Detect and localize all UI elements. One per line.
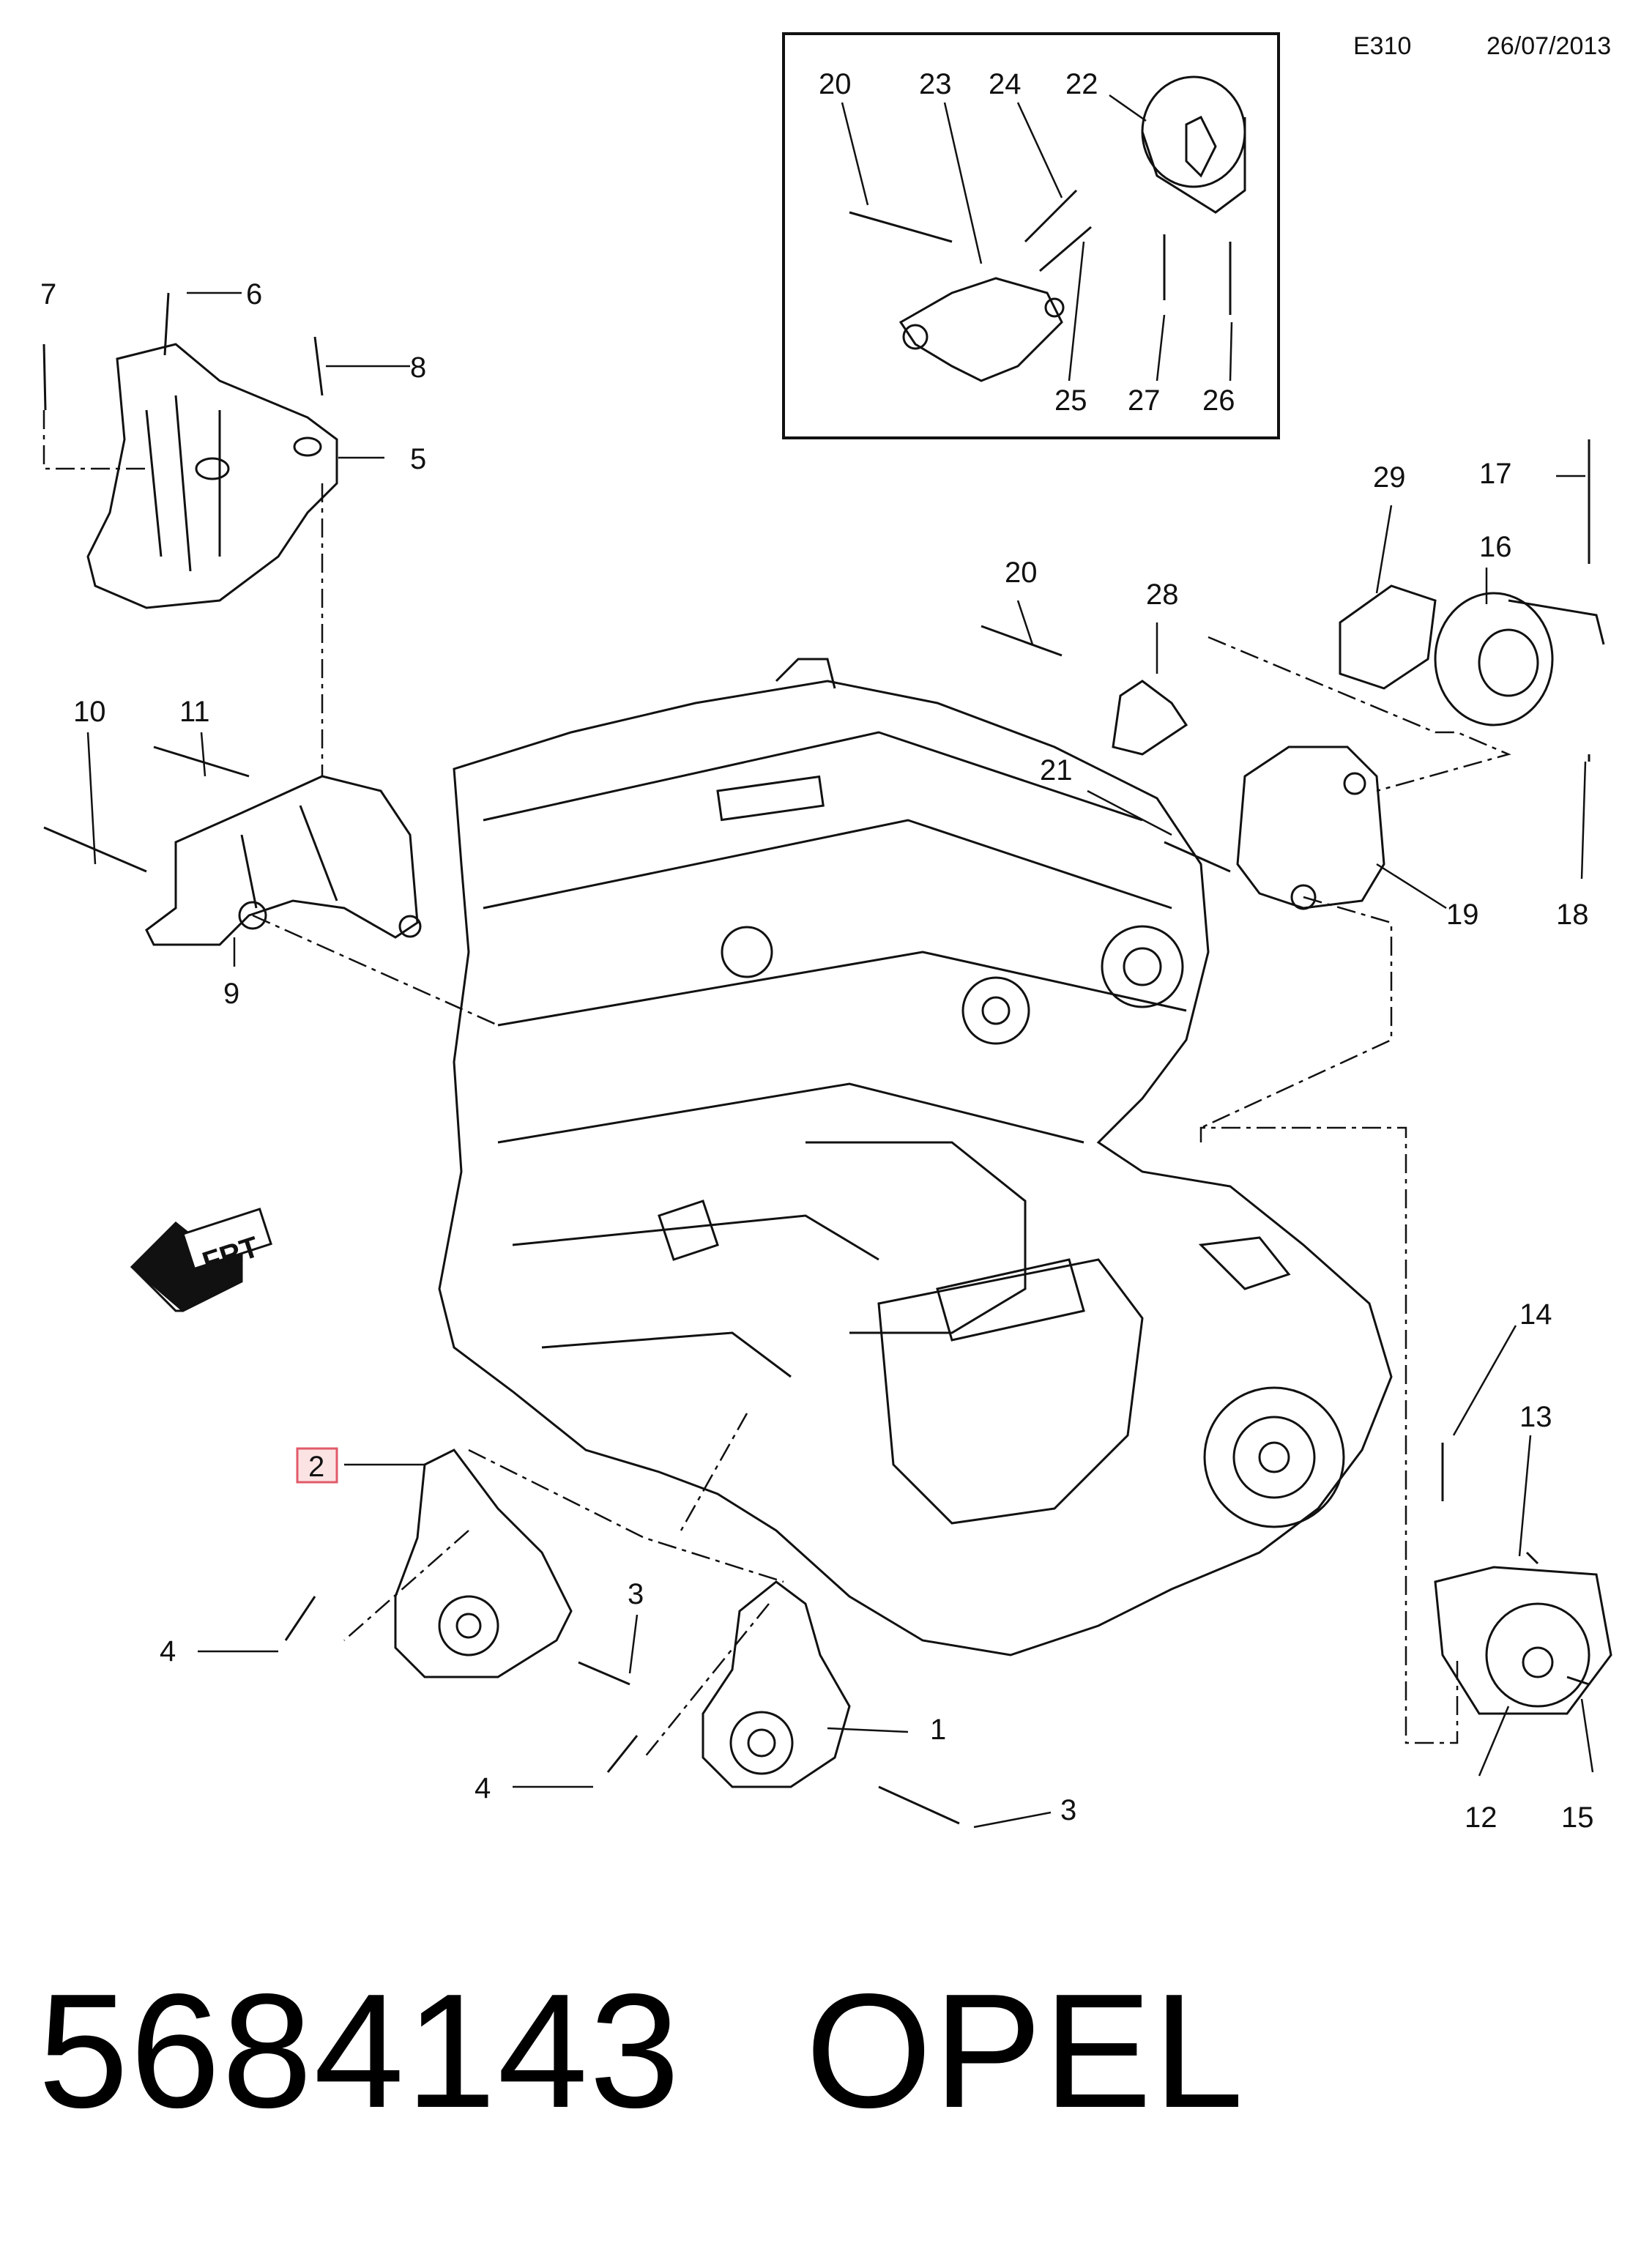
bolts bbox=[42, 189, 1590, 1825]
part-16-mount bbox=[1434, 592, 1605, 726]
diagram-date: 26/07/2013 bbox=[1487, 32, 1612, 60]
highlighted-callout-box bbox=[296, 1447, 338, 1484]
callout-9: 9 bbox=[223, 978, 239, 1010]
callout-2-highlighted: 2 bbox=[308, 1451, 324, 1483]
part-2-mount bbox=[394, 1449, 573, 1678]
callout-5: 5 bbox=[410, 443, 426, 475]
callout-12: 12 bbox=[1465, 1801, 1497, 1834]
part-23-bracket bbox=[898, 277, 1065, 382]
callout-23: 23 bbox=[919, 68, 952, 100]
callout-13: 13 bbox=[1519, 1401, 1552, 1433]
assembly-lines bbox=[42, 410, 1511, 1758]
callout-4-lower: 4 bbox=[475, 1772, 491, 1804]
part-1-mount bbox=[702, 1580, 851, 1788]
part-5-engine-mount bbox=[86, 343, 338, 609]
callout-22: 22 bbox=[1065, 68, 1098, 100]
part-22-mount bbox=[1141, 75, 1246, 214]
engine-block-illustration bbox=[438, 658, 1393, 1656]
callout-3-lower: 3 bbox=[1060, 1794, 1076, 1826]
leader-lines bbox=[86, 94, 1594, 1829]
callout-24: 24 bbox=[989, 68, 1022, 100]
callout-3-upper: 3 bbox=[628, 1578, 644, 1610]
part-12-mount bbox=[1434, 1566, 1612, 1715]
callout-27: 27 bbox=[1128, 384, 1161, 417]
part-9-bracket bbox=[145, 775, 422, 946]
callout-29: 29 bbox=[1373, 461, 1406, 494]
callout-25: 25 bbox=[1054, 384, 1087, 417]
part-28-shield bbox=[1112, 680, 1188, 756]
callout-11: 11 bbox=[179, 696, 210, 728]
callout-6: 6 bbox=[246, 278, 262, 311]
callout-16: 16 bbox=[1479, 531, 1512, 563]
callout-1: 1 bbox=[930, 1714, 946, 1746]
part-number: 5684143 bbox=[38, 1960, 682, 2142]
callout-26: 26 bbox=[1202, 384, 1235, 417]
part-19-bracket bbox=[1236, 745, 1385, 910]
callout-19: 19 bbox=[1446, 899, 1479, 931]
callout-17: 17 bbox=[1479, 458, 1512, 490]
inset-box bbox=[782, 32, 1280, 439]
callout-21: 21 bbox=[1040, 754, 1073, 787]
callout-4-left: 4 bbox=[160, 1635, 176, 1667]
part-29-shield bbox=[1339, 584, 1437, 690]
callout-8: 8 bbox=[410, 352, 426, 384]
callout-7: 7 bbox=[40, 278, 56, 311]
front-direction-arrow bbox=[130, 1208, 272, 1312]
callout-18: 18 bbox=[1556, 899, 1589, 931]
callout-labels: 20 23 24 22 25 27 26 7 6 8 5 10 11 9 20 … bbox=[40, 68, 1594, 1834]
callout-28: 28 bbox=[1146, 579, 1179, 611]
callout-14: 14 bbox=[1519, 1298, 1552, 1331]
brand-name: OPEL bbox=[805, 1960, 1246, 2142]
callout-10: 10 bbox=[73, 696, 106, 728]
callout-15: 15 bbox=[1561, 1801, 1594, 1834]
diagram-code: E310 bbox=[1353, 32, 1412, 60]
callout-20-main: 20 bbox=[1005, 557, 1038, 589]
callout-20-inset: 20 bbox=[819, 68, 852, 100]
